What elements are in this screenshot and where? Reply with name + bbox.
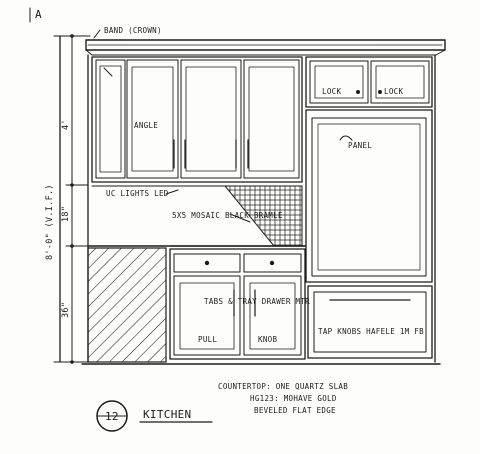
base-knob-label: KNOB <box>258 335 277 344</box>
overall-height-dimension: 8'-0" (V.I.F.) <box>45 184 55 260</box>
view-number: 12 <box>105 410 119 423</box>
upper-right-cabinets <box>305 56 433 108</box>
fridge-panel-label: PANEL <box>348 141 372 150</box>
corner-mark: A <box>35 8 42 21</box>
crown-label: BAND (CROWN) <box>104 26 162 35</box>
upper-height-dimension: 4' <box>61 119 71 130</box>
base-cabinets <box>169 248 306 360</box>
upper-right-lock-right: LOCK <box>384 87 403 96</box>
countertop-note-line-1: COUNTERTOP: ONE QUARTZ SLAB <box>218 382 348 391</box>
right-base-label: TAP KNOBS HAFELE 1M FB <box>318 327 424 336</box>
uc-lights-label: UC LIGHTS LED <box>106 189 169 198</box>
upper-door-label: ANGLE <box>134 121 158 130</box>
base-door-label: TABS & TRAY DRAWER MTR <box>204 297 310 306</box>
backsplash-height-dimension: 18" <box>61 206 71 222</box>
mosaic-label: 5X5 MOSAIC BLACK BRAMLE <box>172 211 283 220</box>
hatched-end-panel <box>87 247 167 363</box>
countertop-note-line-3: BEVELED FLAT EDGE <box>254 406 336 415</box>
base-pull-label: PULL <box>198 335 217 344</box>
dimension-lines <box>53 34 91 364</box>
upper-right-lock-left: LOCK <box>322 87 341 96</box>
right-base-cabinet <box>307 285 433 359</box>
crown-molding <box>85 39 446 56</box>
base-height-dimension: 36" <box>61 302 71 318</box>
view-title: KITCHEN <box>143 408 191 421</box>
upper-cabinets <box>91 56 303 183</box>
countertop-note-line-2: HG123: MOHAVE GOLD <box>250 394 337 403</box>
refrigerator-panel <box>305 109 433 283</box>
